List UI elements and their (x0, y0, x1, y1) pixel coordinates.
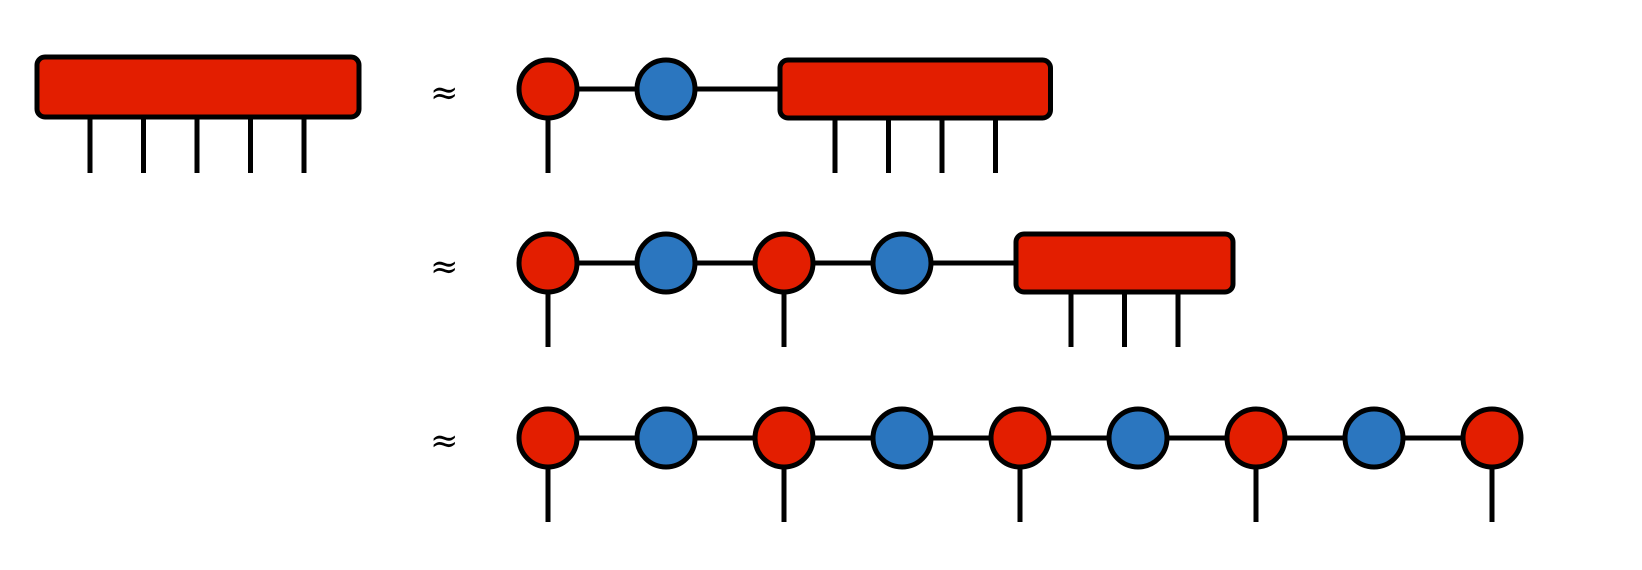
site-tensor-red (516, 406, 580, 470)
bond-tensor-blue (1342, 406, 1406, 470)
site-tensor-red (1460, 406, 1524, 470)
mps-row-2 (516, 231, 1236, 347)
bond-tensor-blue (1106, 406, 1170, 470)
bond-tensor-blue (634, 57, 698, 121)
full-tensor (34, 54, 362, 173)
remainder-tensor-block (1013, 231, 1236, 295)
bond-tensor-blue (634, 406, 698, 470)
site-tensor-red (516, 57, 580, 121)
site-tensor-red (752, 406, 816, 470)
bond-tensor-blue (870, 231, 934, 295)
site-tensor-red (988, 406, 1052, 470)
site-tensor-red (1224, 406, 1288, 470)
bond-tensor-blue (870, 406, 934, 470)
approx-symbol-row-1: ≈ (430, 73, 459, 113)
mps-row-3 (516, 406, 1524, 522)
approx-symbol-row-2: ≈ (430, 247, 459, 287)
site-tensor-red (516, 231, 580, 295)
full-tensor-block (34, 54, 362, 120)
site-tensor-red (752, 231, 816, 295)
approx-symbol-row-3: ≈ (430, 421, 459, 461)
bond-tensor-blue (634, 231, 698, 295)
remainder-tensor-block (777, 57, 1053, 121)
mps-row-1 (516, 57, 1053, 173)
